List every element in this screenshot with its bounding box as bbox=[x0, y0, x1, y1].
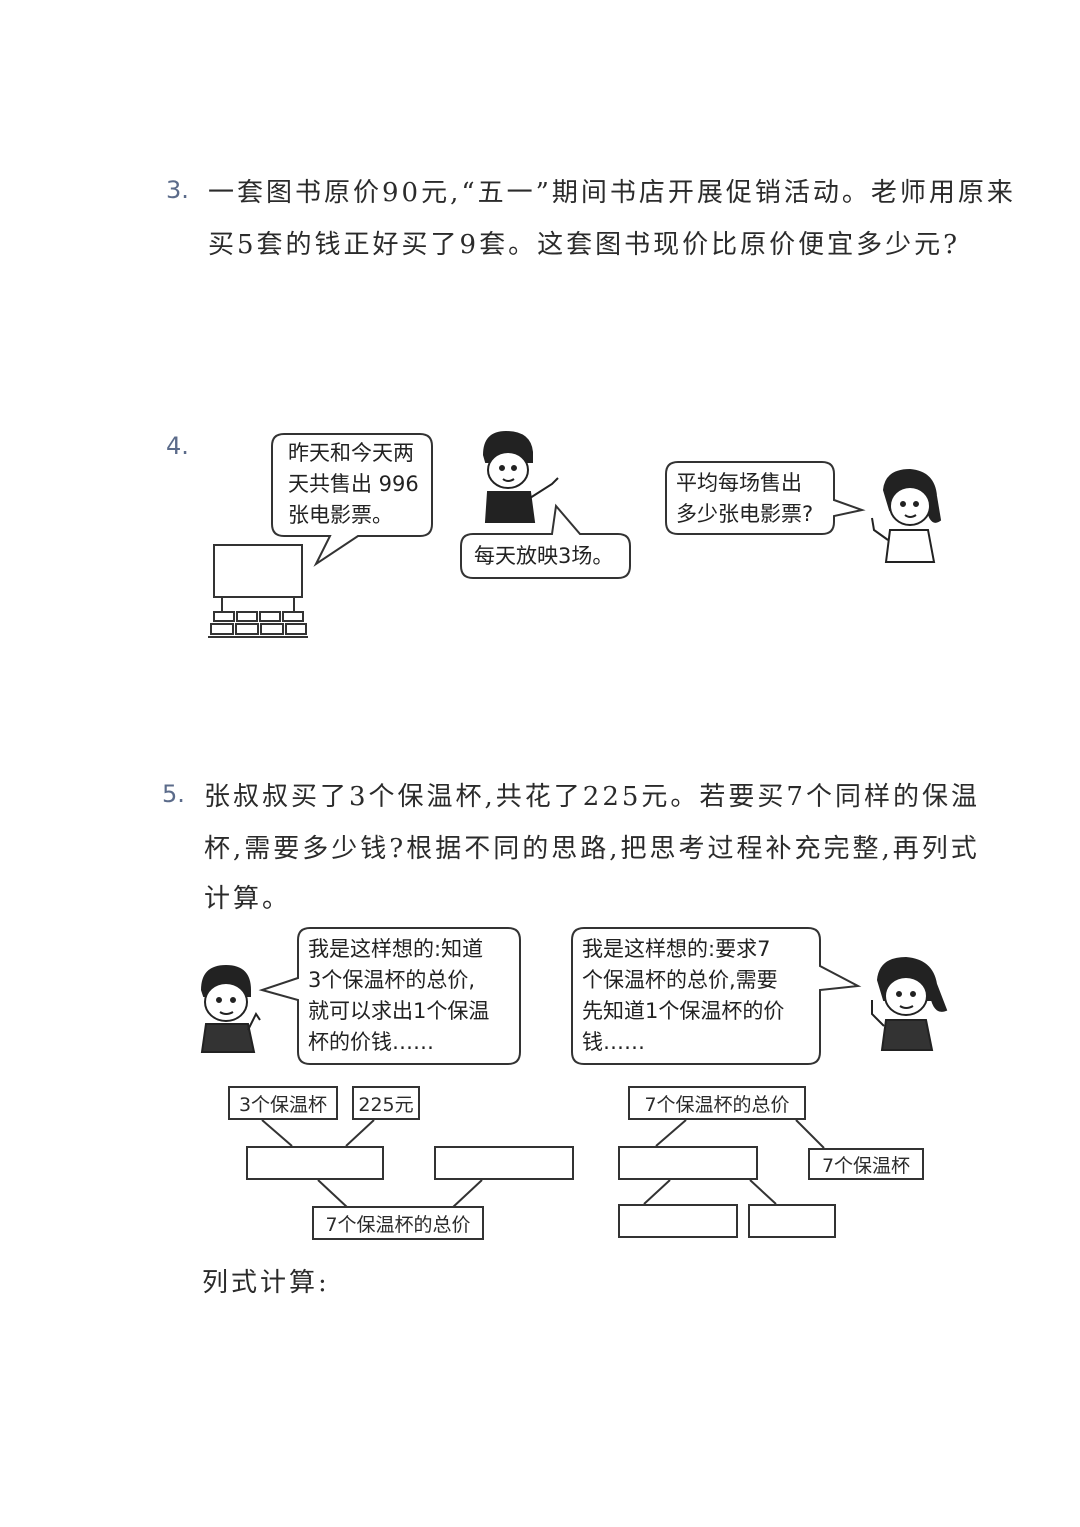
left-blank-box-1[interactable] bbox=[246, 1146, 384, 1180]
girl-thought-line3: 先知道1个保温杯的价 bbox=[582, 999, 785, 1023]
girl-thought-line1: 我是这样想的:要求7 bbox=[582, 937, 771, 961]
left-box-price: 225元 bbox=[352, 1086, 420, 1120]
right-blank-box-1[interactable] bbox=[618, 1146, 758, 1180]
boy-thinking-icon bbox=[200, 964, 261, 1053]
girl-bubble-line1: 平均每场售出 bbox=[676, 471, 802, 495]
girl-bubble-line2: 多少张电影票? bbox=[676, 502, 814, 526]
right-tree-connectors bbox=[643, 1119, 825, 1205]
girl-thought-bubble bbox=[571, 927, 862, 1065]
boy-thought-bubble bbox=[258, 927, 521, 1065]
q5-number: 5. bbox=[162, 780, 185, 808]
q5-text-line3: 计算。 bbox=[204, 884, 292, 914]
q3-text-line2: 买5套的钱正好买了9套。这套图书现价比原价便宜多少元? bbox=[208, 230, 961, 260]
q3-text-line1: 一套图书原价90元,“五一”期间书店开展促销活动。老师用原来 bbox=[208, 178, 1016, 208]
q3-number: 3. bbox=[166, 176, 189, 204]
q5-text-line2: 杯,需要多少钱?根据不同的思路,把思考过程补充完整,再列式 bbox=[204, 834, 980, 864]
q4-number: 4. bbox=[166, 432, 189, 460]
boy-thought-line3: 就可以求出1个保温 bbox=[308, 999, 490, 1023]
girl-thought-line4: 钱…… bbox=[582, 1030, 645, 1054]
right-box-side: 7个保温杯 bbox=[808, 1148, 924, 1180]
boy-thought-line1: 我是这样想的:知道 bbox=[308, 937, 484, 961]
girl-thought-line2: 个保温杯的总价,需要 bbox=[582, 968, 778, 992]
cinema-screen-icon bbox=[208, 544, 308, 638]
left-box-count: 3个保温杯 bbox=[228, 1086, 338, 1120]
boy-speech-bubble bbox=[460, 503, 631, 579]
right-box-top: 7个保温杯的总价 bbox=[628, 1086, 806, 1120]
boy-bubble-text: 每天放映3场。 bbox=[474, 544, 614, 568]
cinema-speech-bubble bbox=[271, 433, 433, 567]
girl-pointing-icon bbox=[871, 956, 948, 1051]
q5-text-line1: 张叔叔买了3个保温杯,共花了225元。若要买7个同样的保温 bbox=[204, 782, 980, 812]
right-blank-box-3[interactable] bbox=[748, 1204, 836, 1238]
calc-label: 列式计算: bbox=[202, 1268, 330, 1298]
boy-presenter-icon bbox=[482, 430, 559, 523]
girl-thinking-icon bbox=[871, 468, 942, 563]
left-blank-box-2[interactable] bbox=[434, 1146, 574, 1180]
left-tree-connectors bbox=[261, 1119, 483, 1209]
boy-thought-line4: 杯的价钱…… bbox=[308, 1030, 434, 1054]
cinema-bubble-line1: 昨天和今天两 bbox=[288, 441, 414, 465]
boy-thought-line2: 3个保温杯的总价, bbox=[308, 968, 476, 992]
cinema-bubble-line3: 张电影票。 bbox=[288, 503, 393, 527]
left-box-result: 7个保温杯的总价 bbox=[312, 1206, 484, 1240]
girl-speech-bubble bbox=[665, 461, 866, 535]
right-blank-box-2[interactable] bbox=[618, 1204, 738, 1238]
cinema-bubble-line2: 天共售出 996 bbox=[288, 472, 419, 496]
